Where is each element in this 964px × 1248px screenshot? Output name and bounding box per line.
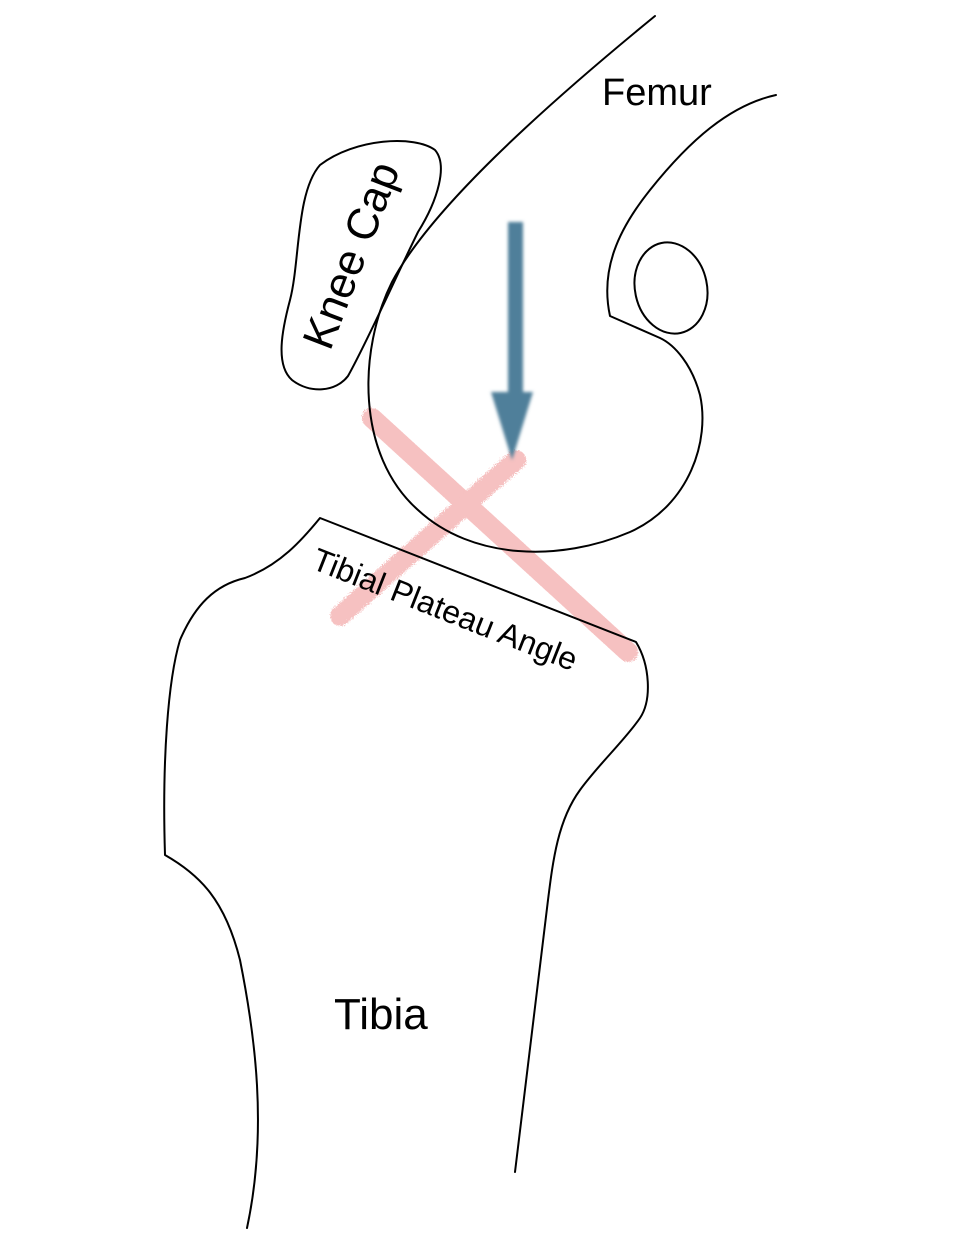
knee-cap-outline	[280, 140, 442, 391]
knee-cap-label: Knee Cap	[294, 155, 410, 355]
arrow-head	[491, 392, 533, 460]
tibia-outline	[163, 517, 649, 1229]
arrow-shaft	[508, 222, 523, 394]
tibia-label: Tibia	[334, 990, 428, 1039]
cross-mark-stroke-1	[362, 408, 638, 662]
cross-mark-icon	[330, 408, 638, 662]
down-arrow-icon	[491, 222, 533, 460]
femur-label: Femur	[602, 72, 712, 114]
cross-mark-stroke-2	[330, 450, 526, 626]
fabella-outline	[633, 241, 709, 335]
